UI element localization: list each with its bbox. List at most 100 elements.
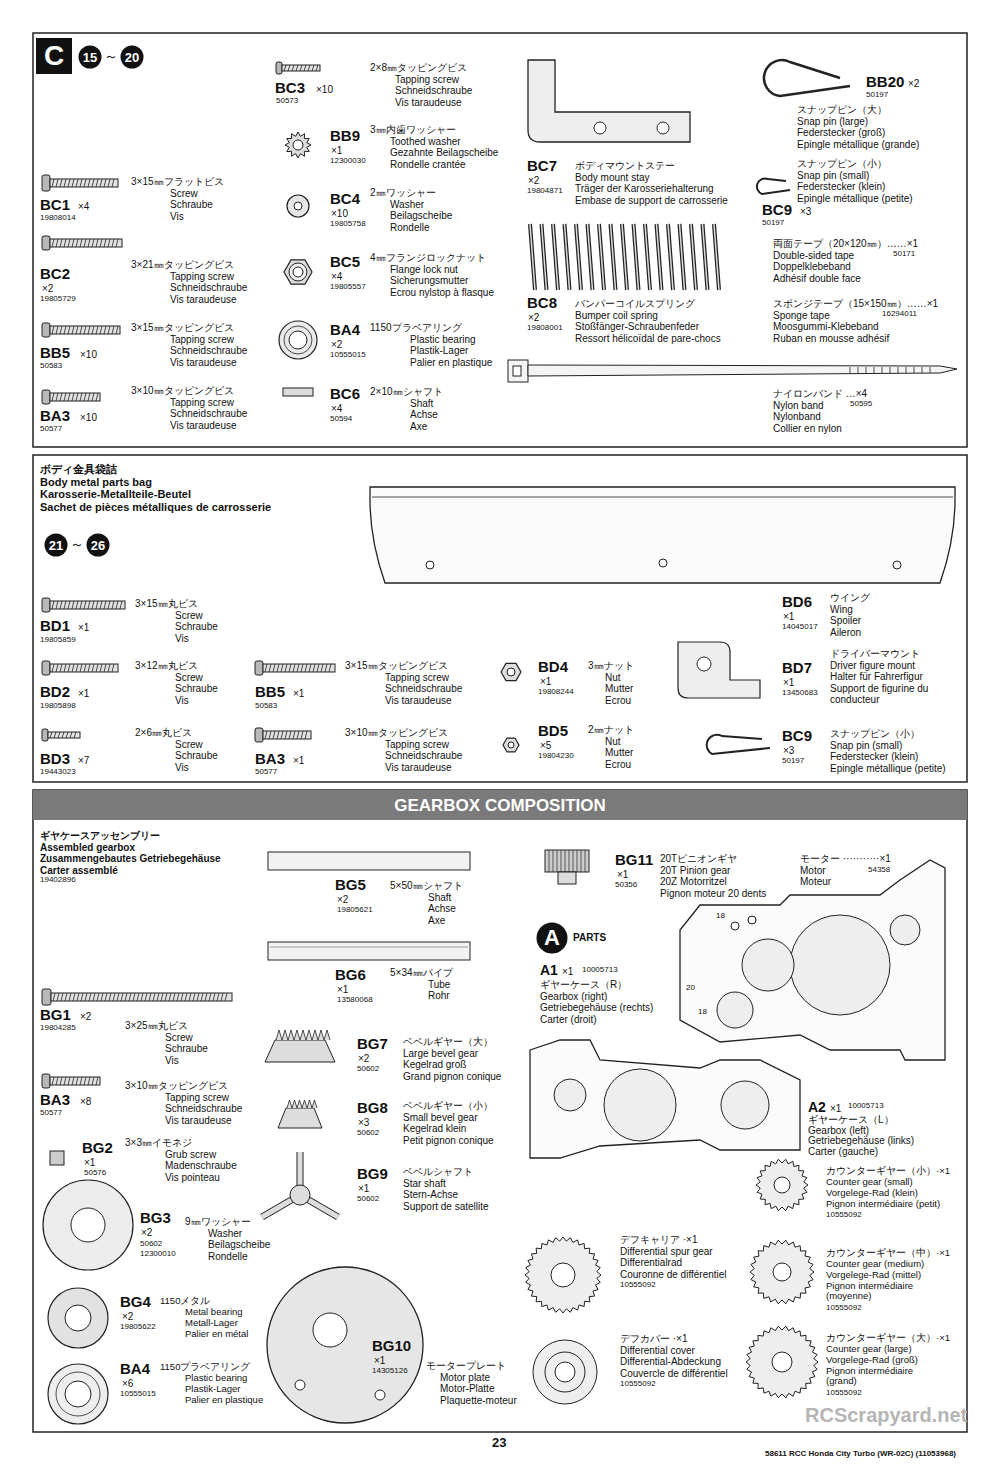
- part-quantity: ×2: [908, 78, 919, 89]
- screw-shaft: [48, 732, 80, 738]
- part-number: 50573: [276, 97, 298, 106]
- part-description: Carter (droit): [540, 1014, 597, 1025]
- part-number: 19804230: [538, 752, 574, 761]
- part-description: Tapping screw: [395, 74, 459, 85]
- part-description: バンパーコイルスプリング: [575, 298, 695, 309]
- part-number: 19804285: [40, 1024, 76, 1033]
- part-code: BA4: [330, 322, 360, 339]
- part-description: Body mount stay: [575, 172, 649, 183]
- part-number: 50356: [615, 881, 637, 890]
- shaft-drawing: [283, 388, 313, 396]
- section-header: GEARBOX COMPOSITION: [33, 790, 967, 820]
- part-number: 19804871: [527, 187, 563, 196]
- node-text: 15: [83, 51, 97, 64]
- screw-shaft: [50, 239, 122, 247]
- part-description: 5×34㎜パイプ: [390, 967, 453, 978]
- part-number: 10005713: [848, 1102, 884, 1111]
- screw-head: [42, 598, 50, 612]
- part-description: Schneidschraube: [170, 408, 247, 419]
- bag-heading: ボディ金具袋詰: [40, 463, 117, 475]
- part-description: モータープレート: [426, 1360, 506, 1371]
- part-code: BD4: [538, 659, 568, 676]
- part-description: Vis: [175, 633, 189, 644]
- watermark: RCScrapyard.net: [805, 1404, 967, 1426]
- part-description: モーター ···········×1: [800, 853, 891, 864]
- part-description: Palier en plastique: [185, 1395, 263, 1405]
- part-description: ベベルギヤー（小）: [403, 1100, 493, 1111]
- assembly-heading: ギヤケースアッセンブリー: [40, 830, 160, 841]
- screw-head: [42, 175, 50, 191]
- panel-frame: [33, 455, 967, 782]
- bevel-gear: [265, 1040, 335, 1062]
- part-description: 2×10㎜シャフト: [370, 386, 443, 397]
- part-description: Screw: [175, 610, 203, 621]
- mount-stay: [594, 122, 606, 134]
- coil-spring: [530, 224, 719, 290]
- part-description: スナップピン（大）: [797, 104, 887, 115]
- part-quantity: ×2: [42, 283, 53, 294]
- part-description: 20T Pinion gear: [660, 865, 730, 876]
- node-text: A: [544, 927, 560, 949]
- part-number: 10555092: [826, 1211, 862, 1220]
- part-description: Vis taraudeuse: [395, 97, 462, 108]
- part-quantity: ×1: [540, 676, 551, 687]
- gearbox-half: [530, 1040, 800, 1158]
- part-quantity: ×5: [540, 740, 551, 751]
- part-number: 16294011: [882, 310, 917, 319]
- part-code: BC2: [40, 266, 70, 283]
- part-description: ドライバーマウント: [830, 648, 920, 659]
- part-description: Pignon intermédiaire (moyenne): [826, 1281, 946, 1302]
- part-description: Vis: [175, 695, 189, 706]
- step-number: 15: [78, 45, 102, 69]
- pinion-gear: [558, 872, 576, 884]
- screw-shaft: [50, 664, 118, 672]
- part-description: Getriebegehäuse (rechts): [540, 1002, 653, 1013]
- part-quantity: ×1: [293, 755, 304, 766]
- bag-heading: Body metal parts bag: [40, 476, 152, 488]
- screw-head: [42, 661, 50, 675]
- part-description: Moteur: [800, 876, 831, 887]
- part-description: Schraube: [175, 750, 218, 761]
- part-description: 両面テープ（20×120㎜）……×1: [773, 238, 918, 249]
- part-number: 19808014: [40, 214, 76, 223]
- screw-thread: [52, 239, 118, 247]
- shaft-drawing: [268, 852, 470, 870]
- part-description: Bumper coil spring: [575, 310, 658, 321]
- part-description: Counter gear (small): [826, 1177, 913, 1187]
- part-description: Petit pignon conique: [403, 1135, 494, 1146]
- part-description: Achse: [428, 903, 456, 914]
- part-description: Pignon intermédiaire (grand): [826, 1366, 946, 1387]
- part-description: Tapping screw: [170, 334, 234, 345]
- motor-plate: [267, 1267, 423, 1423]
- part-description: Schneidschraube: [385, 750, 462, 761]
- wing-drawing: [372, 497, 953, 498]
- part-description: Vorgelege-Rad (groß): [826, 1355, 918, 1365]
- part-quantity: ×2: [141, 1227, 152, 1238]
- screw-thread: [52, 326, 118, 334]
- differential-cover: [545, 1352, 585, 1392]
- plastic-bearing: [48, 1364, 108, 1424]
- part-number: 19805758: [330, 220, 366, 229]
- screw-head: [42, 236, 50, 250]
- part-number: 10555092: [620, 1281, 656, 1290]
- screw-shaft: [50, 601, 125, 609]
- part-description: Pignon moteur 20 dents: [660, 888, 766, 899]
- part-number: 19805621: [337, 906, 373, 915]
- part-quantity: ×8: [80, 1096, 91, 1107]
- callout-number: 18: [716, 912, 725, 921]
- counter-gear: [774, 1177, 790, 1193]
- part-description: 3×12㎜丸ビス: [135, 660, 198, 671]
- counter-gear: [773, 1263, 791, 1281]
- part-number: 50602: [140, 1240, 162, 1249]
- parts-tree-badge: A: [536, 922, 568, 954]
- part-description: Rondelle crantée: [390, 159, 466, 170]
- part-number: 19808001: [527, 324, 563, 333]
- part-description: デフカバー ·×1: [620, 1333, 688, 1344]
- panel-frame: [33, 33, 967, 447]
- part-description: Tapping screw: [170, 397, 234, 408]
- part-description: カウンターギヤー（大）·×1: [826, 1333, 950, 1343]
- screw-thread: [52, 179, 114, 187]
- screw-thread: [52, 393, 98, 401]
- screw-head: [42, 729, 48, 741]
- part-code: BC6: [330, 386, 360, 403]
